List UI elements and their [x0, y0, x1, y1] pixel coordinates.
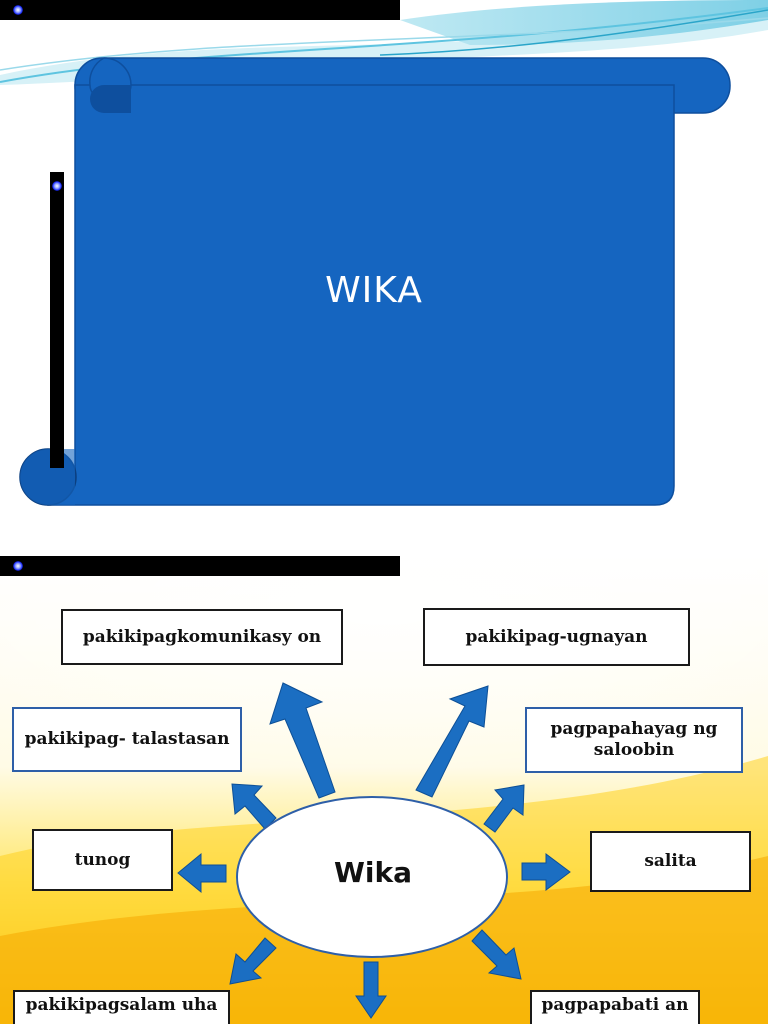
slide-title: WIKA — [0, 0, 768, 506]
top-black-bar — [0, 0, 400, 20]
top-black-bar — [0, 556, 400, 576]
slide-title-text: WIKA — [325, 270, 423, 311]
arrow-down-center — [355, 961, 387, 1019]
arrow-right-upper — [483, 784, 525, 833]
arrow-left-upper — [231, 783, 277, 830]
diagram-arrows — [177, 682, 571, 1019]
arrow-up-right-long — [415, 685, 489, 798]
slide1-background — [0, 0, 768, 506]
star-sparkle-icon — [13, 5, 23, 15]
scroll-banner — [19, 57, 731, 506]
box-pakikipag-ugnayan: pakikipag-ugnayan — [423, 608, 690, 666]
arrow-up-left-long — [269, 682, 336, 799]
center-ellipse — [236, 796, 508, 958]
center-label-wika: Wika — [334, 856, 412, 889]
box-pakikipagkomunikasyon: pakikipagkomunikasy on — [61, 609, 343, 665]
vertical-black-bar — [50, 172, 64, 468]
box-pakikipagsalamuha: pakikipagsalam uha — [13, 990, 230, 1024]
arrow-right-salita — [521, 853, 571, 891]
arrow-left-tunog — [177, 852, 227, 894]
star-sparkle-icon — [13, 561, 23, 571]
box-pagpapahayag-ng-saloobin: pagpapahayag ng saloobin — [525, 707, 743, 773]
box-salita: salita — [590, 831, 751, 892]
slide-wika-diagram: Wika pakikipagkomunikasy on pakikipag-ug… — [0, 556, 768, 1024]
box-pakikipag-talastasan: pakikipag- talastasan — [12, 707, 242, 772]
box-pagpapabatian: pagpapabati an — [530, 990, 700, 1024]
arrow-down-left — [229, 937, 277, 985]
box-tunog: tunog — [32, 829, 173, 891]
star-sparkle-icon — [52, 181, 62, 191]
arrow-down-right — [471, 929, 522, 980]
